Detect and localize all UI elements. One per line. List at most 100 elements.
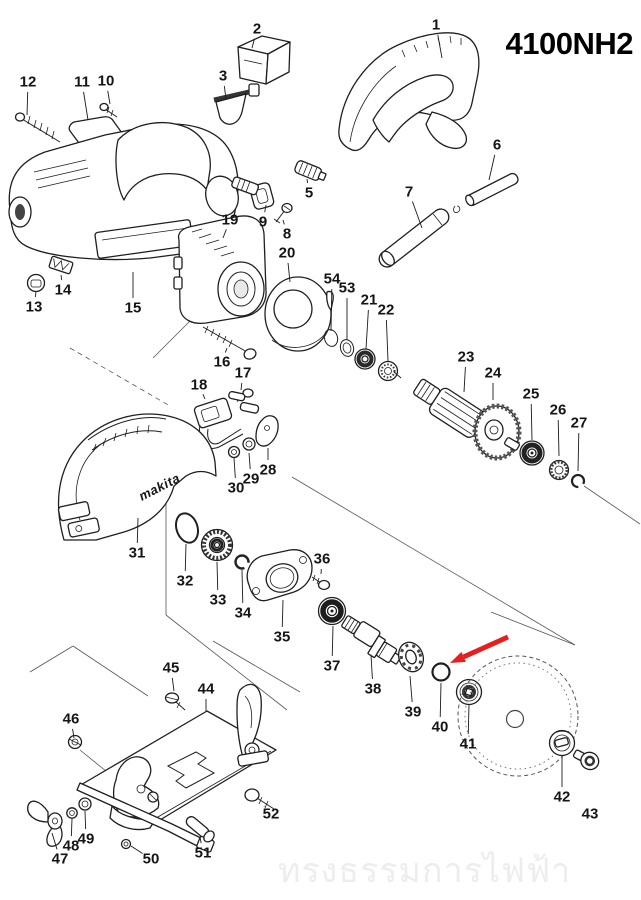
part-label-15: 15	[124, 299, 142, 317]
part-label-49: 49	[77, 830, 95, 848]
part-drawing-43-bolt	[572, 749, 600, 771]
leader-line-33	[216, 561, 219, 591]
leader-line-37	[331, 625, 334, 657]
part-drawing-25-bearing	[519, 440, 545, 466]
leader-line-10	[107, 90, 111, 105]
part-label-43: 43	[581, 805, 599, 823]
leader-line-2	[251, 38, 255, 49]
part-label-45: 45	[162, 659, 180, 677]
model-title: 4100NH2	[505, 26, 634, 61]
leader-line-30	[233, 457, 236, 479]
part-drawing-34-snapring	[234, 554, 250, 570]
part-label-2: 2	[252, 20, 262, 38]
part-label-39: 39	[404, 703, 422, 721]
part-drawing-45-screw	[164, 692, 186, 711]
part-drawing-42-outer-flange	[548, 729, 576, 757]
leader-line-51	[199, 836, 202, 844]
part-label-24: 24	[484, 364, 502, 382]
saw-blade-dashed-outline	[457, 655, 579, 777]
part-label-28: 28	[259, 461, 277, 479]
leader-line-18	[202, 394, 206, 400]
part-label-30: 30	[227, 479, 245, 497]
part-label-3: 3	[218, 67, 228, 85]
part-label-42: 42	[553, 788, 571, 806]
part-label-17: 17	[234, 364, 252, 382]
leader-line-1	[437, 34, 443, 59]
part-drawing-48-washer	[66, 807, 78, 819]
part-label-26: 26	[549, 401, 567, 419]
part-label-5: 5	[304, 184, 314, 202]
part-drawing-47-wing-nut	[27, 800, 63, 847]
leader-line-20	[287, 262, 291, 283]
part-label-31: 31	[128, 544, 146, 562]
part-label-48: 48	[62, 837, 80, 855]
part-label-22: 22	[377, 301, 395, 319]
part-drawing-30-washer	[227, 445, 241, 459]
part-drawing-35-bearing-box	[246, 549, 313, 602]
part-label-18: 18	[190, 376, 208, 394]
leader-line-40	[439, 682, 442, 718]
watermark-text: ทรงธรรมการไฟฟ้า	[278, 852, 572, 890]
part-label-13: 13	[25, 298, 43, 316]
part-label-33: 33	[209, 591, 227, 609]
part-label-9: 9	[258, 213, 268, 231]
part-drawing-41-inner-flange	[455, 678, 483, 706]
leader-line-31	[136, 517, 139, 544]
leader-line-11	[83, 91, 89, 121]
part-label-19: 19	[221, 211, 239, 229]
part-drawing-1-handle	[338, 32, 480, 152]
part-drawing-49-washer	[78, 797, 92, 811]
leader-line-14	[60, 274, 63, 281]
leader-line-34	[241, 569, 244, 604]
leader-lines-layer	[26, 34, 580, 854]
part-label-54: 54	[323, 270, 341, 288]
part-label-41: 41	[459, 735, 477, 753]
leader-line-19	[222, 229, 227, 239]
part-drawing-6-tube	[453, 172, 519, 213]
leader-line-50	[130, 845, 143, 854]
part-drawing-28-lever	[255, 415, 279, 447]
part-label-1: 1	[431, 16, 441, 34]
part-label-53: 53	[338, 279, 356, 297]
leader-line-35	[281, 599, 284, 628]
part-drawing-27-snapring	[570, 473, 586, 489]
leader-line-29	[248, 452, 251, 470]
part-drawing-18-lever-assembly	[193, 390, 260, 449]
part-drawing-26-pinion	[548, 459, 570, 481]
part-drawing-22-bearing	[377, 360, 399, 382]
part-drawing-53-ring	[339, 339, 355, 357]
part-drawing-40-oring	[431, 662, 451, 682]
leader-line-6	[488, 154, 496, 181]
part-label-27: 27	[570, 414, 588, 432]
part-label-10: 10	[97, 72, 115, 90]
part-label-23: 23	[457, 348, 475, 366]
part-label-37: 37	[323, 657, 341, 675]
part-label-47: 47	[51, 850, 69, 868]
part-label-40: 40	[431, 718, 449, 736]
red-arrow	[450, 634, 510, 663]
part-drawing-21-bearing	[354, 348, 376, 370]
part-label-38: 38	[364, 680, 382, 698]
part-label-52: 52	[262, 805, 280, 823]
part-drawing-37-bearing	[317, 596, 347, 626]
part-drawing-19-stator	[173, 215, 267, 325]
part-drawing-24-fan	[472, 403, 522, 461]
part-drawing-12-screw	[14, 112, 61, 143]
part-drawing-13-cap	[26, 273, 46, 293]
part-drawing-8-screw	[273, 202, 293, 224]
leader-line-47	[51, 832, 58, 850]
part-drawing-7-rod	[378, 208, 450, 268]
leader-line-8	[282, 219, 285, 225]
part-drawing-39-flange-nut	[397, 641, 425, 673]
part-drawing-46-nut	[67, 734, 83, 750]
leader-line-41	[467, 704, 470, 735]
leader-line-38	[370, 654, 373, 680]
leader-line-45	[171, 677, 175, 692]
part-label-34: 34	[234, 604, 252, 622]
part-label-20: 20	[278, 244, 296, 262]
part-label-12: 12	[19, 73, 37, 91]
part-drawing-10-screw	[99, 102, 118, 118]
part-drawing-20-cover	[264, 276, 334, 352]
